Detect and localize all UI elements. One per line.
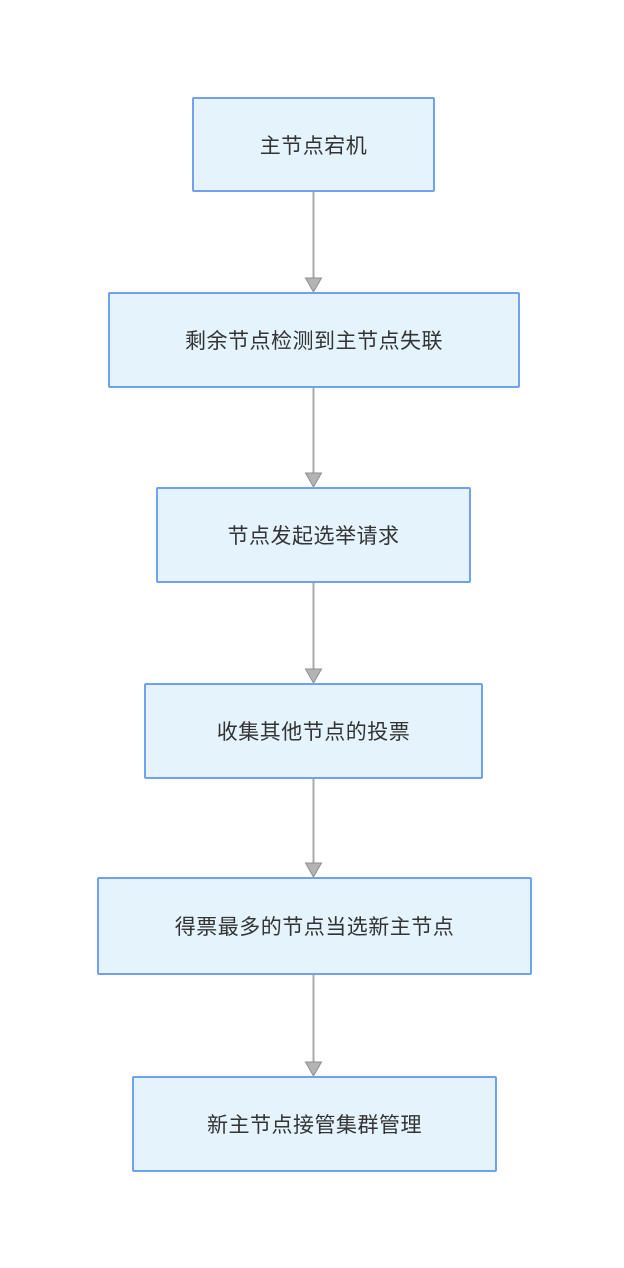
- arrow-down-icon: [304, 277, 323, 294]
- arrow-down-icon: [304, 1061, 323, 1078]
- flow-node-start-election: 节点发起选举请求: [156, 487, 471, 583]
- arrow-down-icon: [304, 668, 323, 685]
- node-label: 新主节点接管集群管理: [207, 1114, 422, 1137]
- node-label: 主节点宕机: [259, 134, 368, 158]
- flow-node-collect-votes: 收集其他节点的投票: [144, 683, 483, 779]
- connector-2: [304, 388, 323, 489]
- node-label: 收集其他节点的投票: [216, 721, 411, 744]
- flow-node-detect-disconnect: 剩余节点检测到主节点失联: [108, 292, 520, 388]
- node-label: 节点发起选举请求: [227, 525, 400, 548]
- flow-node-elect-new-master: 得票最多的节点当选新主节点: [97, 877, 532, 975]
- node-label: 得票最多的节点当选新主节点: [174, 916, 455, 939]
- arrow-down-icon: [304, 862, 323, 879]
- node-label: 剩余节点检测到主节点失联: [185, 330, 443, 353]
- flow-node-master-crash: 主节点宕机: [192, 97, 435, 192]
- connector-1: [304, 192, 323, 294]
- connector-3: [304, 583, 323, 685]
- connector-4: [304, 779, 323, 879]
- arrow-down-icon: [304, 472, 323, 489]
- connector-5: [304, 975, 323, 1078]
- flow-node-takeover-cluster: 新主节点接管集群管理: [132, 1076, 497, 1172]
